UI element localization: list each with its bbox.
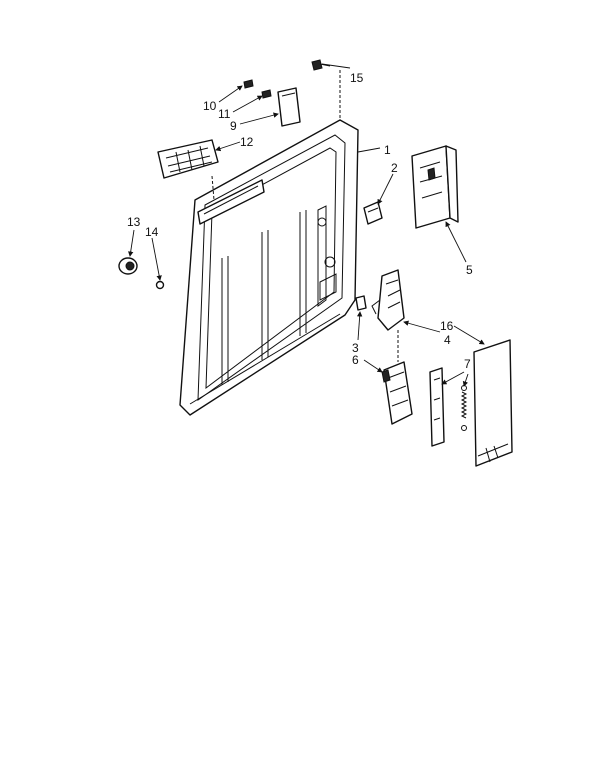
label-13: 13 xyxy=(127,215,141,229)
screw-10 xyxy=(243,79,254,89)
label-14: 14 xyxy=(145,225,159,239)
outer-cover-plate xyxy=(473,339,513,467)
nut xyxy=(155,280,165,290)
spacer xyxy=(355,295,367,311)
label-11: 11 xyxy=(218,107,231,121)
switch-housing xyxy=(411,145,459,229)
label-9: 9 xyxy=(230,119,237,133)
latch-arm xyxy=(371,269,405,331)
leader-lines xyxy=(128,63,485,387)
inner-door-panel xyxy=(179,119,359,416)
assembly-lines xyxy=(211,70,399,362)
label-6: 6 xyxy=(352,353,359,367)
label-3: 3 xyxy=(352,341,359,355)
spring xyxy=(460,385,468,431)
label-7: 7 xyxy=(464,357,471,371)
screw-11 xyxy=(261,89,272,99)
label-10: 10 xyxy=(203,99,217,113)
cover-plate xyxy=(277,87,301,127)
label-4: 4 xyxy=(444,333,451,347)
label-5: 5 xyxy=(466,263,473,277)
label-1: 1 xyxy=(384,143,391,157)
latch-body xyxy=(381,361,413,425)
slide-plate xyxy=(429,367,445,447)
latch-clip xyxy=(363,201,383,225)
screw-15 xyxy=(311,59,331,71)
label-16: 16 xyxy=(440,319,454,333)
label-12: 12 xyxy=(240,135,254,149)
label-15: 15 xyxy=(350,71,364,85)
knob xyxy=(118,257,138,275)
part-labels: 15 10 11 9 12 1 2 13 14 5 16 4 3 6 7 xyxy=(127,71,473,371)
label-2: 2 xyxy=(391,161,398,175)
handle-bracket xyxy=(157,139,219,179)
